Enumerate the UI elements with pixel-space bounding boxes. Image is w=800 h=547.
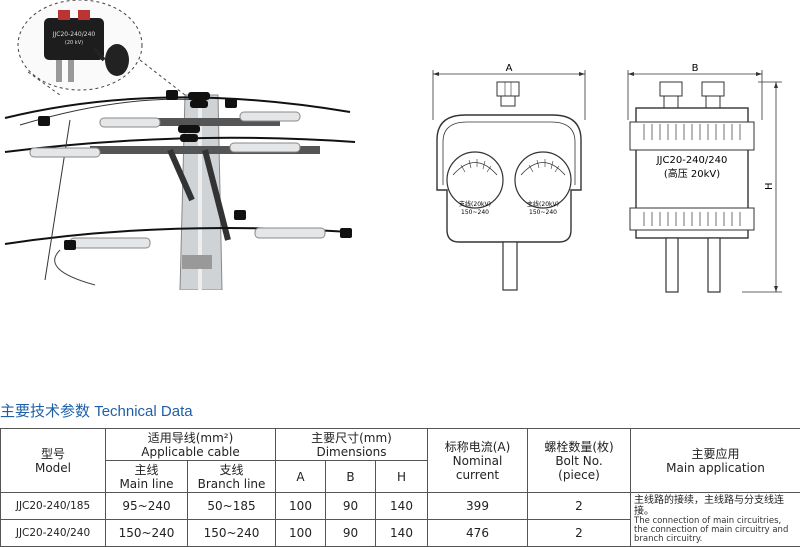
header-bolt-count: 螺栓数量(枚)Bolt No.(piece) bbox=[528, 429, 631, 493]
cell-application: 主线路的接续，主线路与分支线连接。 The connection of main… bbox=[631, 493, 800, 547]
cell-current: 399 bbox=[428, 493, 528, 520]
dim-h-label: H bbox=[764, 182, 775, 190]
left-slot-label-1: 支线(20kV) bbox=[459, 200, 491, 208]
section-title-en: Technical Data bbox=[94, 403, 192, 420]
dim-a-label: A bbox=[506, 63, 513, 74]
header-dim-a: A bbox=[276, 461, 326, 493]
cell-bolts: 2 bbox=[528, 493, 631, 520]
clamp-label-2: (20 kV) bbox=[65, 40, 83, 46]
cell-dim-h: 140 bbox=[376, 493, 428, 520]
header-dim-h: H bbox=[376, 461, 428, 493]
cell-main-line: 95~240 bbox=[106, 493, 188, 520]
cell-model: JJC20-240/185 bbox=[1, 493, 106, 520]
side-model-label: JJC20-240/240 bbox=[656, 155, 728, 166]
cell-dim-a: 100 bbox=[276, 520, 326, 547]
header-applicable-cable: 适用导线(mm²)Applicable cable bbox=[106, 429, 276, 461]
right-slot-label-2: 150~240 bbox=[529, 209, 557, 216]
dim-b-label: B bbox=[692, 63, 699, 74]
product-photo: JJC20-240/240 (20 kV) bbox=[0, 0, 370, 290]
cell-dim-b: 90 bbox=[326, 520, 376, 547]
application-en: The connection of main circuitries, the … bbox=[634, 517, 797, 544]
application-cn: 主线路的接续，主线路与分支线连接。 bbox=[634, 495, 797, 517]
cell-current: 476 bbox=[428, 520, 528, 547]
cell-model: JJC20-240/240 bbox=[1, 520, 106, 547]
header-dimensions: 主要尺寸(mm)Dimensions bbox=[276, 429, 428, 461]
right-slot-label-1: 主线(20kV) bbox=[527, 200, 559, 208]
header-dim-b: B bbox=[326, 461, 376, 493]
front-view-drawing: A 支线(20kV) 150~240 主线(20kV) 150~240 bbox=[425, 60, 605, 300]
cell-bolts: 2 bbox=[528, 520, 631, 547]
side-view-drawing: B H JJC20-240/240 (高压 20kV) bbox=[622, 60, 792, 300]
table-row: JJC20-240/185 95~240 50~185 100 90 140 3… bbox=[1, 493, 800, 520]
cell-dim-b: 90 bbox=[326, 493, 376, 520]
cell-dim-h: 140 bbox=[376, 520, 428, 547]
section-title-cn: 主要技术参数 bbox=[0, 402, 90, 420]
clamp-label-1: JJC20-240/240 bbox=[52, 31, 96, 38]
section-title: 主要技术参数 Technical Data bbox=[0, 400, 193, 421]
side-voltage-label: (高压 20kV) bbox=[664, 167, 720, 180]
cell-main-line: 150~240 bbox=[106, 520, 188, 547]
cell-branch-line: 50~185 bbox=[188, 493, 276, 520]
cell-branch-line: 150~240 bbox=[188, 520, 276, 547]
cell-dim-a: 100 bbox=[276, 493, 326, 520]
left-slot-label-2: 150~240 bbox=[461, 209, 489, 216]
